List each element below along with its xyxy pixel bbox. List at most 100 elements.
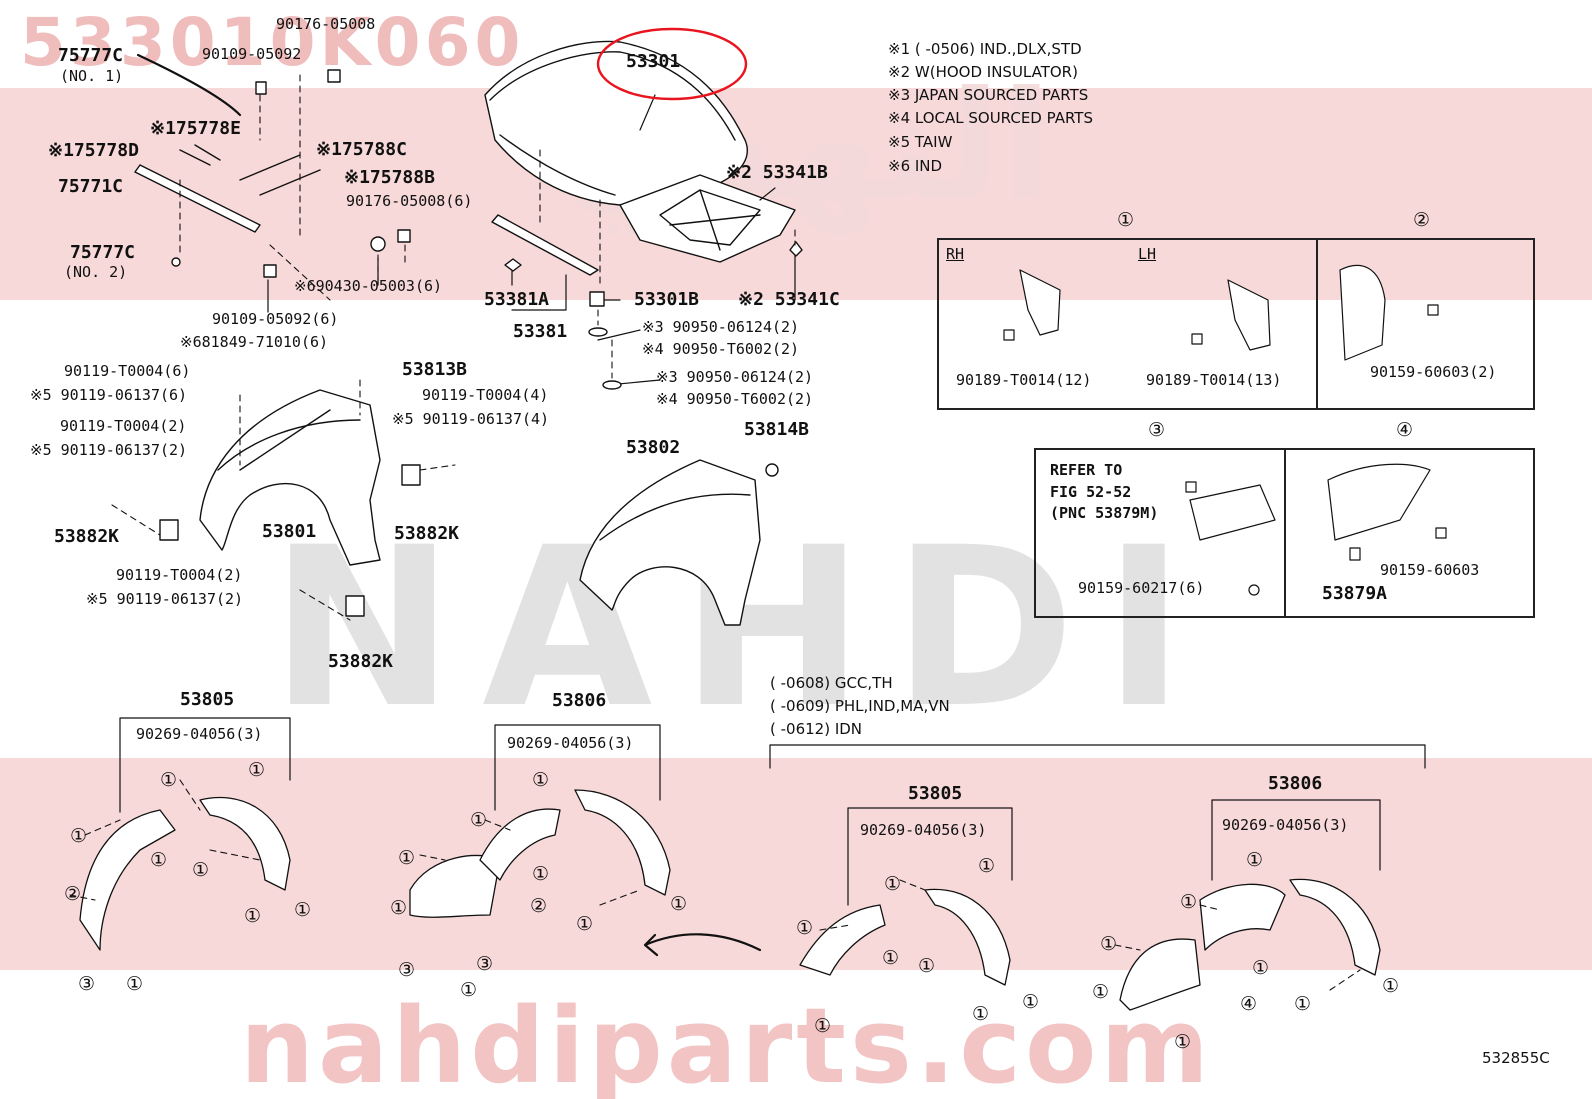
part-75778e[interactable]: ※175778E	[150, 118, 241, 139]
part-81849-71010[interactable]: ※681849-71010(6)	[180, 333, 329, 351]
detail-callout: ①	[294, 899, 312, 921]
part-53805-right[interactable]: 53805	[908, 783, 963, 804]
detail-callout: ①	[918, 955, 936, 977]
part-90119-t0004-2a[interactable]: 90119-T0004(2)	[60, 417, 187, 435]
detail-callout: ①	[1092, 981, 1110, 1003]
part-53301b[interactable]: 53301B	[634, 289, 700, 310]
detail-callout: ①	[1382, 975, 1400, 997]
detail-callout: ①	[978, 855, 996, 877]
part-90269-right-b[interactable]: 90269-04056(3)	[1222, 816, 1349, 834]
detail-callout: ①	[470, 809, 488, 831]
detail-callout: ①	[1252, 957, 1270, 979]
part-75777c-no2[interactable]: 75777C	[70, 242, 136, 263]
detail-callout: ②	[64, 883, 82, 905]
part-75778d[interactable]: ※175778D	[48, 140, 139, 161]
part-90109-05092-6[interactable]: 90109-05092(6)	[212, 310, 339, 328]
detail-callout: ①	[398, 847, 416, 869]
liner-shapes	[79, 789, 1381, 1011]
detail-box-4-art	[1327, 463, 1447, 561]
fender-53801	[199, 389, 381, 566]
part-90176-05008-6[interactable]: 90176-05008(6)	[346, 192, 473, 210]
detail-box-2-art	[1339, 264, 1439, 361]
part-53879a[interactable]: 53879A	[1322, 583, 1388, 604]
part-90269-right-a[interactable]: 90269-04056(3)	[860, 821, 987, 839]
detail-callout: ①	[532, 769, 550, 791]
refer-line-3: (PNC 53879M)	[1050, 504, 1159, 522]
part-53381a[interactable]: 53381A	[484, 289, 550, 310]
detail-callout: ①	[670, 893, 688, 915]
part-90159-60603[interactable]: 90159-60603	[1380, 561, 1480, 579]
part-90950-t6002-b[interactable]: ※4 90950-T6002(2)	[656, 390, 814, 408]
part-53882k-left[interactable]: 53882K	[54, 526, 120, 547]
detail-callout: ①	[70, 825, 88, 847]
part-90119-t0004-4[interactable]: 90119-T0004(4)	[422, 386, 549, 404]
part-75777c-no1[interactable]: 75777C	[58, 45, 124, 66]
part-90119-t0004-6[interactable]: 90119-T0004(6)	[64, 362, 191, 380]
part-53802[interactable]: 53802	[626, 437, 681, 458]
detail-callout: ①	[460, 979, 478, 1001]
part-90950-06124-b[interactable]: ※3 90950-06124(2)	[656, 368, 814, 386]
detail-callout: ③	[78, 973, 96, 995]
part-53341c[interactable]: ※2 53341C	[738, 289, 840, 310]
part-75771c[interactable]: 75771C	[58, 176, 124, 197]
detail-callout: ①	[532, 863, 550, 885]
part-90109-05092-top[interactable]: 90109-05092	[202, 45, 302, 63]
detail-callout: ①	[248, 759, 266, 781]
detail-callout: ①	[884, 873, 902, 895]
part-90189-t0014-13[interactable]: 90189-T0014(13)	[1146, 371, 1282, 389]
note-1: ※1 ( -0506) IND.,DLX,STD	[888, 40, 1082, 58]
detail-callout: ①	[150, 849, 168, 871]
part-90159-60603-2[interactable]: 90159-60603(2)	[1370, 363, 1497, 381]
part-90119-06137-4[interactable]: ※5 90119-06137(4)	[392, 410, 550, 428]
note-4: ※4 LOCAL SOURCED PARTS	[888, 109, 1093, 127]
liner-arrow	[643, 933, 762, 957]
part-90119-06137-2a[interactable]: ※5 90119-06137(2)	[30, 441, 188, 459]
part-90176-05008-top[interactable]: 90176-05008	[276, 15, 376, 33]
liner-variant-1: ( -0608) GCC,TH	[770, 674, 893, 692]
part-90119-06137-2b[interactable]: ※5 90119-06137(2)	[86, 590, 244, 608]
detail-callout: ①	[972, 1003, 990, 1025]
part-53814b[interactable]: 53814B	[744, 419, 810, 440]
detail-callout: ①	[814, 1015, 832, 1037]
part-90159-60217[interactable]: 90159-60217(6)	[1078, 579, 1205, 597]
part-53805-left[interactable]: 53805	[180, 689, 235, 710]
liner-brackets	[119, 717, 1426, 906]
part-90189-t0014-12[interactable]: 90189-T0014(12)	[956, 371, 1092, 389]
detail-callout: ①	[882, 947, 900, 969]
part-53806-right[interactable]: 53806	[1268, 773, 1323, 794]
part-90950-t6002-a[interactable]: ※4 90950-T6002(2)	[642, 340, 800, 358]
detail-index-3: ③	[1148, 419, 1166, 441]
highlight-ellipse	[596, 27, 748, 101]
part-53301-hood[interactable]: 53301	[626, 51, 681, 72]
part-90430-05003[interactable]: ※690430-05003(6)	[294, 277, 443, 295]
part-75777c-no2-sub: (NO. 2)	[64, 263, 128, 281]
part-53381[interactable]: 53381	[513, 321, 568, 342]
part-90119-06137-6[interactable]: ※5 90119-06137(6)	[30, 386, 188, 404]
part-75788b[interactable]: ※175788B	[344, 167, 435, 188]
detail-callout: ①	[192, 859, 210, 881]
detail-lh-label: LH	[1138, 245, 1157, 263]
part-90950-06124-a[interactable]: ※3 90950-06124(2)	[642, 318, 800, 336]
detail-callout: ①	[576, 913, 594, 935]
note-3: ※3 JAPAN SOURCED PARTS	[888, 86, 1089, 104]
liner-variant-3: ( -0612) IDN	[770, 720, 863, 738]
refer-line-2: FIG 52-52	[1050, 483, 1132, 501]
part-53341b[interactable]: ※2 53341B	[726, 162, 828, 183]
part-75788c[interactable]: ※175788C	[316, 139, 407, 160]
part-90269-left-b[interactable]: 90269-04056(3)	[507, 734, 634, 752]
part-53801[interactable]: 53801	[262, 521, 317, 542]
part-53882k-right[interactable]: 53882K	[394, 523, 460, 544]
detail-callout: ①	[1174, 1031, 1192, 1053]
part-53806-left[interactable]: 53806	[552, 690, 607, 711]
detail-index-2: ②	[1413, 209, 1431, 231]
detail-callout: ①	[126, 973, 144, 995]
detail-callout: ①	[1246, 849, 1264, 871]
detail-index-4: ④	[1396, 419, 1414, 441]
part-53813b[interactable]: 53813B	[402, 359, 468, 380]
part-90269-left-a[interactable]: 90269-04056(3)	[136, 725, 263, 743]
detail-box-3-art	[1185, 481, 1276, 596]
part-53882k-bottom[interactable]: 53882K	[328, 651, 394, 672]
hood-outline	[484, 40, 796, 263]
part-90119-t0004-2b[interactable]: 90119-T0004(2)	[116, 566, 243, 584]
